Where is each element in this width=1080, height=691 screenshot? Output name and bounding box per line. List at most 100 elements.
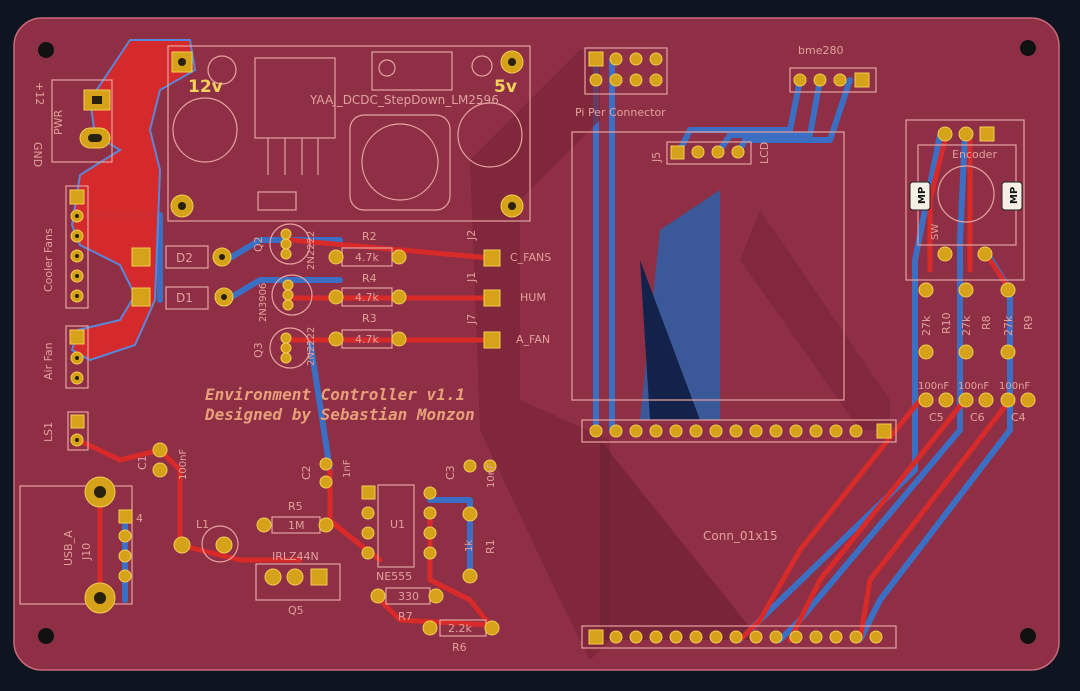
label-l1: L1 [196, 518, 209, 531]
label-j10: J10 [80, 543, 93, 561]
label-r5-value: 1M [288, 519, 305, 532]
label-r9: R9 [1022, 315, 1035, 330]
mounting-pad-right-label: MP [1009, 187, 1020, 204]
label-plus12: +12 [33, 82, 46, 105]
label-r6-value: 2.2k [448, 622, 472, 635]
label-r8: R8 [980, 315, 993, 330]
bme280-header [789, 67, 877, 93]
mounting-pad-left-label: MP [917, 187, 928, 204]
label-12v: 12v [188, 77, 223, 97]
encoder-capacitors [918, 392, 1036, 408]
label-c2-value: 1nF [342, 459, 353, 478]
ls1-buzzer [67, 411, 89, 451]
label-j1: J1 [465, 272, 478, 283]
label-lcd: LCD [758, 142, 771, 164]
label-air-fan: Air Fan [42, 342, 55, 380]
lcd-15pin-header [581, 419, 897, 443]
r6-resistor [422, 619, 500, 637]
label-d1: D1 [176, 291, 193, 305]
label-sw: SW [930, 224, 941, 240]
label-q2-part: 2N2222 [306, 231, 317, 270]
label-c1: C1 [136, 455, 149, 470]
label-c5-value: 100nF [918, 381, 949, 392]
label-encoder: Encoder [952, 148, 997, 161]
encoder-resistors [918, 282, 1016, 360]
air-fan-header [65, 325, 89, 389]
label-c6-value: 100nF [958, 381, 989, 392]
r1-resistor [462, 506, 478, 584]
label-gnd: GND [31, 142, 44, 167]
label-r10-value: 27k [920, 315, 933, 336]
label-r10: R10 [940, 312, 953, 334]
label-r9-value: 27k [1002, 315, 1015, 336]
back-copper-zone-dark [640, 260, 700, 420]
pi-connector [584, 47, 668, 95]
label-c-fans: C_FANS [510, 251, 551, 264]
label-j2: J2 [465, 230, 478, 241]
dcdc-module [167, 45, 531, 222]
label-a-fan: A_FAN [516, 333, 550, 346]
label-c5: C5 [929, 411, 944, 424]
label-j5: J5 [650, 152, 663, 163]
board-title-line1: Environment Controller v1.1 [205, 385, 465, 404]
label-r4-value: 4.7k [355, 291, 379, 304]
label-ne555: NE555 [376, 570, 412, 583]
label-r5: R5 [288, 500, 303, 513]
label-c4-value: 100nF [999, 381, 1030, 392]
l1-inductor [173, 525, 239, 563]
label-c4: C4 [1011, 411, 1026, 424]
usb-connector [19, 476, 133, 614]
diodes [131, 245, 234, 310]
u1-ne555 [361, 484, 437, 568]
label-conn-01x15: Conn_01x15 [703, 529, 778, 543]
label-r7: R7 [398, 610, 413, 623]
label-bme280: bme280 [798, 44, 843, 57]
label-r1: R1 [484, 539, 497, 554]
label-r8-value: 27k [960, 315, 973, 336]
label-d2: D2 [176, 251, 193, 265]
label-usb: USB_A [62, 530, 75, 566]
lcd-outline [571, 131, 845, 401]
label-q4-part: 2N3906 [258, 283, 269, 322]
mounting-holes [38, 40, 1036, 644]
label-ls1: LS1 [42, 422, 55, 442]
label-c3: C3 [444, 465, 457, 480]
r5-resistor [256, 516, 334, 534]
c3-capacitor [463, 459, 497, 473]
encoder-module [905, 119, 1025, 281]
label-c2: C2 [300, 465, 313, 480]
resistors-row [328, 247, 407, 349]
label-c1-value: 100nF [178, 449, 189, 480]
r7-resistor [370, 587, 444, 605]
label-c3-value: 10nF [486, 463, 497, 488]
label-q3-part: 2N2222 [306, 327, 317, 366]
label-r6: R6 [452, 641, 467, 654]
c2-capacitor [319, 457, 333, 489]
label-r2: R2 [362, 230, 377, 243]
label-q5: Q5 [288, 604, 304, 617]
label-r1-value: 1k [464, 540, 475, 552]
label-r3-value: 4.7k [355, 333, 379, 346]
c1-capacitor [152, 442, 168, 478]
label-u1: U1 [390, 518, 405, 531]
label-r4: R4 [362, 272, 377, 285]
label-r2-value: 4.7k [355, 251, 379, 264]
label-pwr: PWR [52, 109, 65, 135]
label-5v: 5v [494, 77, 517, 97]
label-irlz44n: IRLZ44N [272, 550, 319, 563]
pwr-connector [51, 79, 113, 163]
front-copper-traces [75, 137, 1013, 643]
dcdc-pads [170, 50, 524, 218]
label-j4: 4 [136, 512, 143, 525]
label-q3: Q3 [252, 342, 265, 358]
board-outline [13, 17, 1060, 671]
transistors [269, 223, 313, 369]
label-j7: J7 [465, 314, 478, 325]
cooler-fans-header [65, 185, 89, 309]
j5-lcd-header [666, 141, 752, 165]
label-c6: C6 [970, 411, 985, 424]
q5-irlz44n [255, 563, 341, 601]
label-cooler-fans: Cooler Fans [42, 228, 55, 292]
